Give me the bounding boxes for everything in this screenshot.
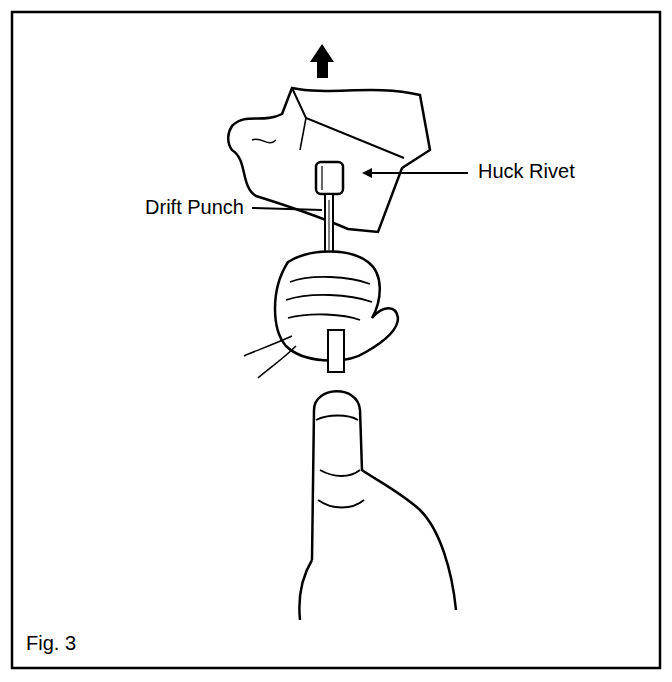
knuckle-lines (316, 416, 364, 508)
wrist-lines (244, 336, 296, 378)
punch-end (328, 330, 344, 372)
part-label: Huck Rivet (476, 160, 577, 182)
punch-shading (329, 200, 330, 250)
direction-arrow (310, 44, 334, 78)
part-label: Drift Punch (143, 196, 246, 218)
frame (12, 12, 660, 668)
striking-hand (299, 391, 456, 620)
drift-punch (325, 194, 333, 256)
workpiece-edge (300, 118, 306, 150)
label-holder: Drift Punch (143, 196, 246, 219)
rivet-shading (321, 166, 322, 190)
figure-caption: Fig. 3 (24, 632, 78, 654)
leader-arrowhead (362, 168, 372, 178)
finger-lines (286, 277, 372, 320)
huck-rivet (316, 162, 343, 194)
workpiece-edge (292, 88, 404, 158)
leader-line (252, 208, 322, 210)
workpiece-edge (252, 139, 276, 143)
leader-line (368, 172, 468, 174)
label-holder: Huck Rivet (476, 160, 577, 183)
label-holder: Fig. 3 (24, 632, 78, 655)
